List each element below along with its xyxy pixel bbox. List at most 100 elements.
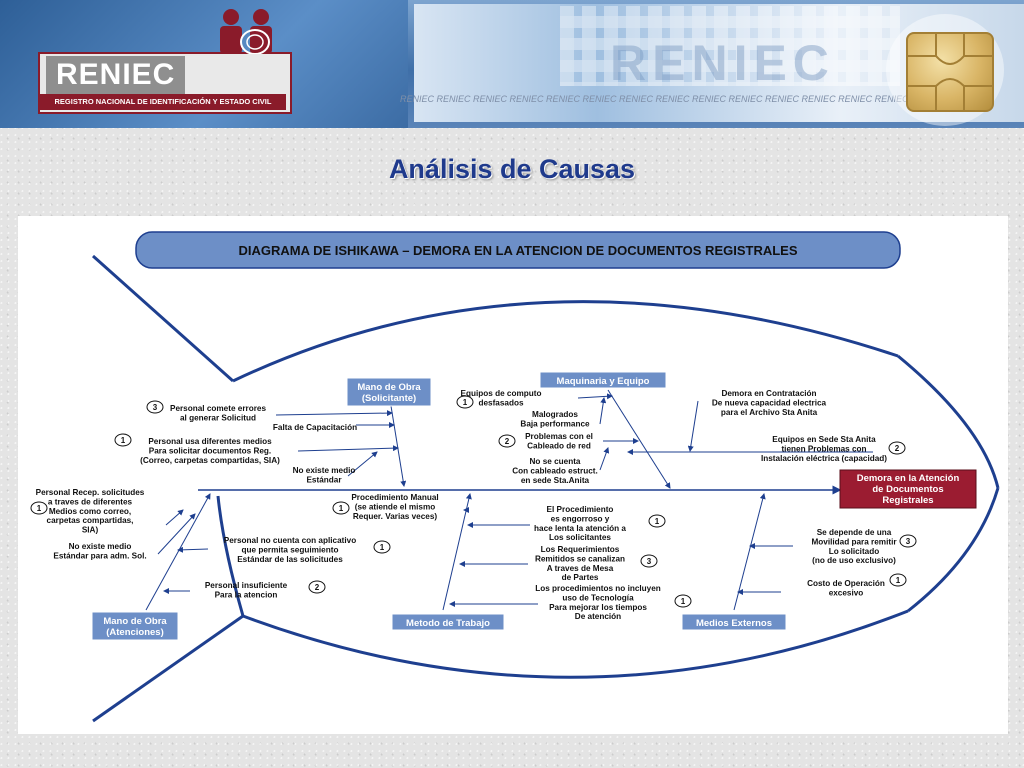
logo-subtitle: REGISTRO NACIONAL DE IDENTIFICACIÓN Y ES… [40,94,286,110]
effect-box [839,469,977,509]
cause-med1-line: (no de uso exclusivo) [812,556,896,565]
cause-head2-line: tienen Problemas con [781,444,866,453]
effect-l3: Registrales [882,495,933,506]
cause-ate3-priority-number: 1 [380,543,385,552]
cause-met2-line: El Procedimiento [547,505,614,514]
cause-ate2-line: Estándar para adm. Sol. [53,551,146,560]
cause-met1-line: Procedimiento Manual [351,493,438,502]
cause-met1-priority-badge [332,501,350,515]
bone-maquinaria [607,389,671,489]
category-maquinaria: Maquinaria y Equipo [557,376,650,387]
cause-head2-priority-number: 2 [895,444,900,453]
category-atenciones-l1: Mano de Obra [103,616,167,627]
cause-met2-line: hace lenta la atención a [534,524,626,533]
cause-met1: Procedimiento Manual(se atiende el mismo… [351,493,438,521]
cause-ate3-line: Personal no cuenta con aplicativo [224,536,356,545]
cause-sol3-line: Personal usa diferentes medios [148,437,272,446]
cause-sol3-priority-badge [114,433,132,447]
cause-sol1-line: Personal comete errores [170,404,266,413]
cause-ate3-line: que permita seguimiento [242,545,339,554]
category-solicitante-l2: (Solicitante) [362,393,416,404]
cause-ate1-priority-number: 1 [37,504,42,513]
cause-ate1-line: SIA) [82,526,99,535]
page-title: Análisis de Causas [388,154,636,184]
ishikawa-svg: DIAGRAMA DE ISHIKAWA – DEMORA EN LA ATEN… [30,231,1000,723]
cause-head1-line: De nueva capacidad electrica [712,398,827,407]
cause-met3-line: Los Requerimientos [541,545,620,554]
cause-ate2-line: No existe medio [69,542,132,551]
category-atenciones-l2: (Atenciones) [106,627,164,638]
sub-bones [157,393,873,607]
cause-med1-line: Movilidad para remitir [811,537,897,546]
cause-met4-line: uso de Tecnología [562,593,634,602]
cause-met4-line: De atención [575,612,621,621]
banner-watermark: RENIEC [610,35,835,91]
effect-l1: Demora en la Atención [857,473,960,484]
people-logo-icon [220,9,272,54]
cause-sol1-priority-badge [146,400,164,414]
cause-ate4-line: Para la atencion [215,590,278,599]
category-solicitante-l1: Mano de Obra [357,382,421,393]
fish-body-top [232,300,899,383]
logo-text: RENIEC [46,56,186,94]
cause-maq3-priority-number: 2 [505,437,510,446]
cause-met2-line: Los solicitantes [549,533,611,542]
cause-sol2: Falta de Capacitación [273,423,357,432]
category-box-medios [681,613,787,631]
category-metodo: Metodo de Trabajo [406,618,490,629]
cause-maq1-priority-badge [456,395,474,409]
cause-maq3-priority-badge [498,434,516,448]
cause-head2-line: Equipos en Sede Sta Anita [772,435,876,444]
cause-maq3-line: Cableado de red [527,441,591,450]
cause-med1-priority-number: 3 [906,537,911,546]
category-box-atenciones [91,611,179,641]
cause-med2-priority-number: 1 [896,576,901,585]
cause-med2-line: Costo de Operación [807,579,885,588]
cause-sol1-priority-number: 3 [153,403,158,412]
cause-sol4-line: Estándar [306,475,342,484]
cause-sol3-line: Para solicitar documentos Reg. [149,446,271,455]
cause-sol1-line: al generar Solicitud [180,413,256,422]
cause-ate1-priority-badge [30,501,48,515]
cause-maq2-line: Malogrados [532,410,578,419]
category-box-metodo [391,613,505,631]
cause-head1-line: Demora en Contratación [721,389,816,398]
cause-met4-priority-badge [674,594,692,608]
fish-body-bottom [242,609,909,679]
category-box-maquinaria [539,371,667,389]
cause-maq3-line: Problemas con el [525,432,593,441]
cause-met2-priority-number: 1 [655,517,660,526]
cause-ate3-priority-badge [373,540,391,554]
cause-sol4-line: No existe medio [293,466,356,475]
cause-ate4-line: Personal insuficiente [205,581,288,590]
cause-med1-priority-badge [899,534,917,548]
cause-met1-priority-number: 1 [339,504,344,513]
fish-head-lower [907,487,1000,613]
cause-ate1-line: Medios como correo, [49,507,131,516]
cause-met4-line: Para mejorar los tiempos [549,603,647,612]
ishikawa-diagram: DIAGRAMA DE ISHIKAWA – DEMORA EN LA ATEN… [18,216,1008,734]
bone-medios [733,493,766,611]
cause-maq1-line: desfasados [478,398,523,407]
cause-maq2-line: Baja performance [520,419,590,428]
cause-met2-priority-badge [648,514,666,528]
cause-met3-priority-badge [640,554,658,568]
cause-med2-priority-badge [889,573,907,587]
diagram-title: DIAGRAMA DE ISHIKAWA – DEMORA EN LA ATEN… [238,243,797,258]
cause-head2-line: Instalación eléctrica (capacidad) [761,454,887,463]
banner-repeat-text: RENIEC RENIEC RENIEC RENIEC RENIEC RENIE… [400,94,920,104]
